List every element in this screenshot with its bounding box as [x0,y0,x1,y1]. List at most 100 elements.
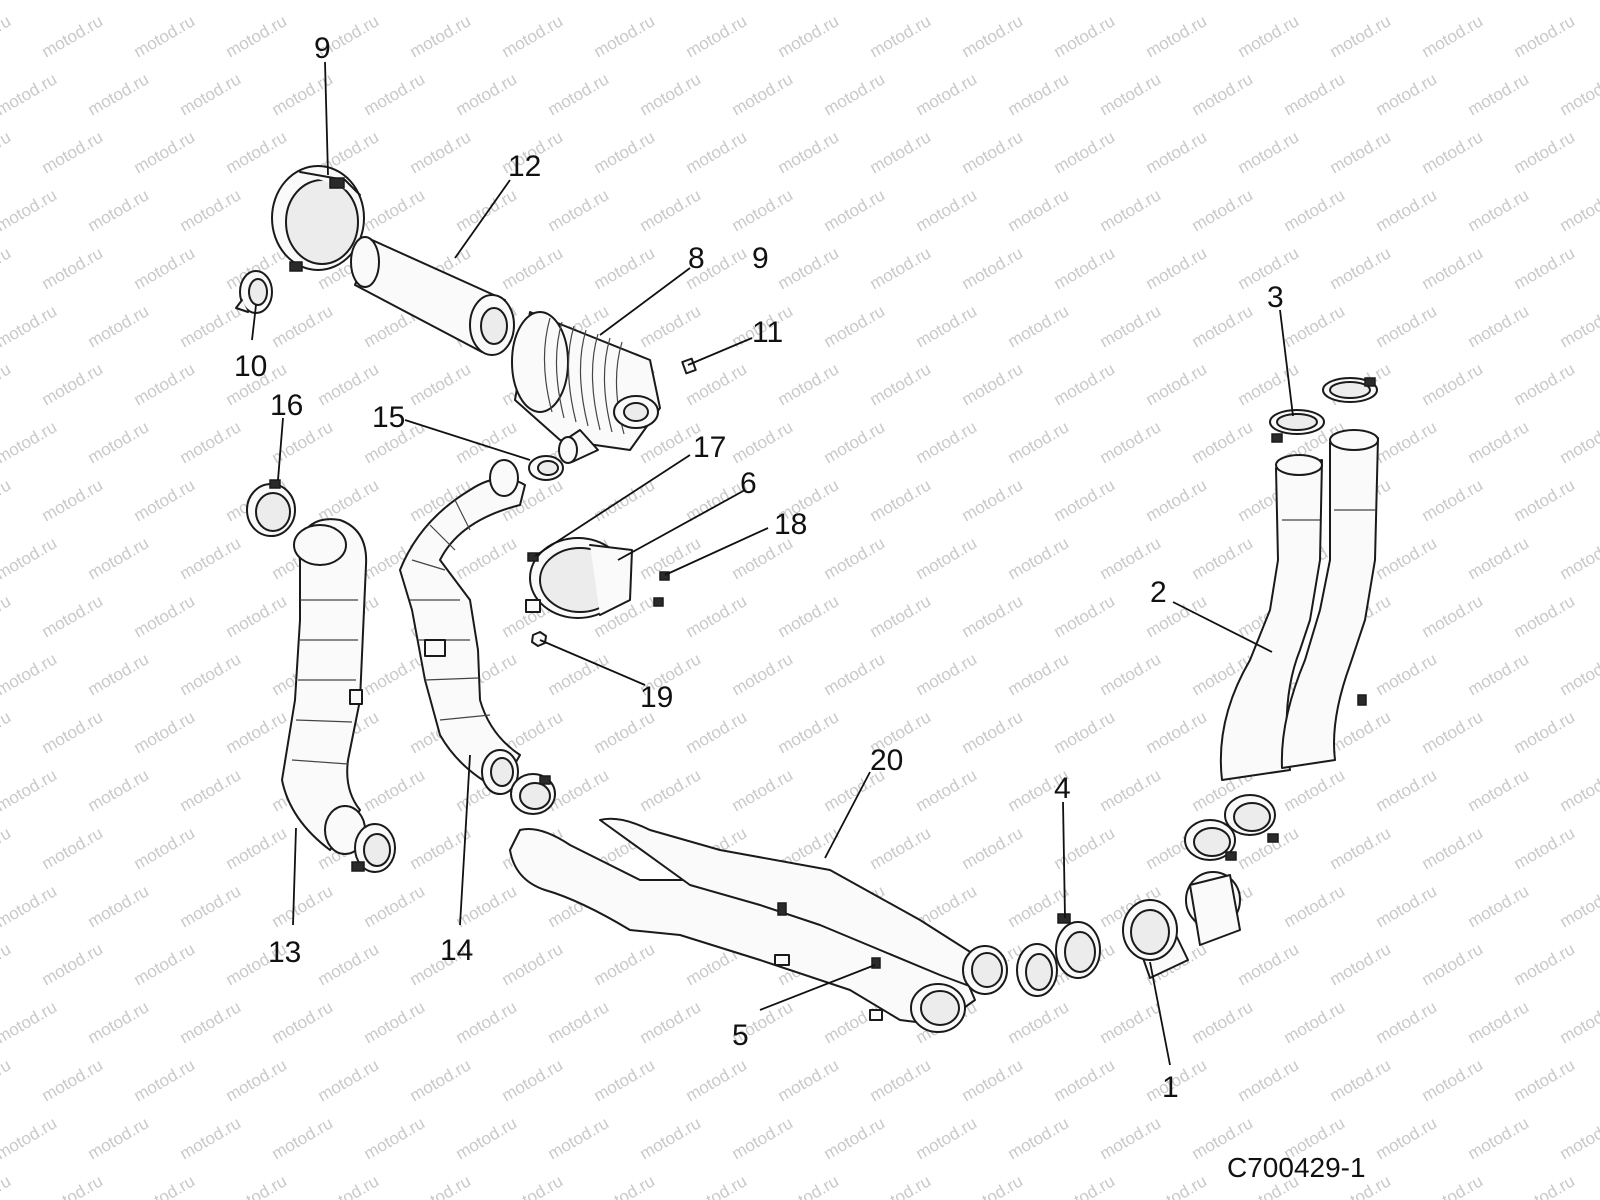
watermark-text: motod.ru [1005,0,1073,3]
watermark-text: motod.ru [1189,0,1257,3]
watermark-text: motod.ru [223,591,291,641]
callout-9-right: 9 [752,242,769,275]
part-15-clamp [528,455,564,481]
watermark-text: motod.ru [1005,649,1073,699]
watermark-text: motod.ru [959,475,1027,525]
part-12-air-filter [350,236,515,356]
watermark-text: motod.ru [821,0,889,3]
watermark-text: motod.ru [1051,475,1119,525]
watermark-text: motod.ru [1465,185,1533,235]
watermark-text: motod.ru [453,69,521,119]
watermark-text: motod.ru [1557,649,1600,699]
watermark-text: motod.ru [0,0,60,3]
watermark-text: motod.ru [1511,707,1579,757]
diagram-code: C700429-1 [1227,1152,1366,1183]
watermark-text: motod.ru [591,243,659,293]
watermark-text: motod.ru [683,1171,751,1200]
watermark-text: motod.ru [1373,765,1441,815]
watermark-text: motod.ru [1373,649,1441,699]
watermark-text: motod.ru [1097,185,1165,235]
watermark-text: motod.ru [1373,417,1441,467]
watermark-text: motod.ru [1235,1055,1303,1105]
watermark-text: motod.ru [361,765,429,815]
watermark-text: motod.ru [1511,475,1579,525]
watermark-text: motod.ru [1281,997,1349,1047]
watermark-text: motod.ru [1419,591,1487,641]
watermark-text: motod.ru [131,939,199,989]
watermark-text: motod.ru [361,69,429,119]
watermark-text: motod.ru [223,11,291,61]
watermark-text: motod.ru [729,69,797,119]
watermark-text: motod.ru [1051,1055,1119,1105]
watermark-text: motod.ru [0,69,60,119]
part-11-fastener [681,357,697,375]
watermark-text: motod.ru [39,127,107,177]
watermark-text: motod.ru [177,881,245,931]
watermark-text: motod.ru [1419,1171,1487,1200]
watermark-text: motod.ru [821,533,889,583]
watermark-text: motod.ru [1143,359,1211,409]
watermark-text: motod.ru [775,359,843,409]
part-5-fastener [871,957,881,969]
callout-4: 4 [1054,772,1071,805]
watermark-text: motod.ru [1189,997,1257,1047]
watermark-text: motod.ru [591,939,659,989]
watermark-text: motod.ru [1189,69,1257,119]
watermark-text: motod.ru [0,881,60,931]
watermark-text: motod.ru [131,707,199,757]
watermark-text: motod.ru [453,1113,521,1163]
watermark-text: motod.ru [545,185,613,235]
watermark-text: motod.ru [177,0,245,3]
watermark-text: motod.ru [821,69,889,119]
watermark-text: motod.ru [867,11,935,61]
watermark-text: motod.ru [177,533,245,583]
watermark-text: motod.ru [1143,1171,1211,1200]
watermark-text: motod.ru [453,533,521,583]
watermark-text: motod.ru [959,823,1027,873]
watermark-text: motod.ru [1143,127,1211,177]
watermark-text: motod.ru [269,997,337,1047]
watermark-text: motod.ru [683,1055,751,1105]
watermark-text: motod.ru [499,939,567,989]
watermark-text: motod.ru [1373,185,1441,235]
watermark-text: motod.ru [0,1171,14,1200]
watermark-text: motod.ru [1419,823,1487,873]
watermark-text: motod.ru [1235,939,1303,989]
watermark-text: motod.ru [1189,185,1257,235]
watermark-text: motod.ru [39,591,107,641]
watermark-text: motod.ru [1465,533,1533,583]
watermark-text: motod.ru [1005,69,1073,119]
watermark-text: motod.ru [1465,417,1533,467]
watermark-text: motod.ru [85,765,153,815]
watermark-text: motod.ru [775,243,843,293]
watermark-text: motod.ru [39,1171,107,1200]
callout-11: 11 [752,316,783,349]
watermark-text: motod.ru [269,0,337,3]
watermark-text: motod.ru [867,1171,935,1200]
watermark-text: motod.ru [407,1171,475,1200]
watermark-text: motod.ru [0,591,14,641]
callout-8: 8 [688,242,705,275]
watermark-text: motod.ru [775,1055,843,1105]
watermark-text: motod.ru [959,243,1027,293]
watermark-text: motod.ru [177,765,245,815]
watermark-text: motod.ru [1465,881,1533,931]
watermark-text: motod.ru [85,533,153,583]
callout-18: 18 [774,508,807,541]
watermark-text: motod.ru [1097,649,1165,699]
watermark-text: motod.ru [1373,1113,1441,1163]
watermark-text: motod.ru [0,533,60,583]
watermark-text: motod.ru [1557,765,1600,815]
watermark-text: motod.ru [1051,823,1119,873]
callout-6: 6 [740,467,757,500]
watermark-text: motod.ru [1557,1113,1600,1163]
watermark-text: motod.ru [1281,765,1349,815]
watermark-text: motod.ru [85,997,153,1047]
watermark-text: motod.ru [775,11,843,61]
watermark-text: motod.ru [729,765,797,815]
watermark-text: motod.ru [1511,823,1579,873]
watermark-text: motod.ru [1143,707,1211,757]
watermark-text: motod.ru [591,1055,659,1105]
watermark-text: motod.ru [1419,1055,1487,1105]
